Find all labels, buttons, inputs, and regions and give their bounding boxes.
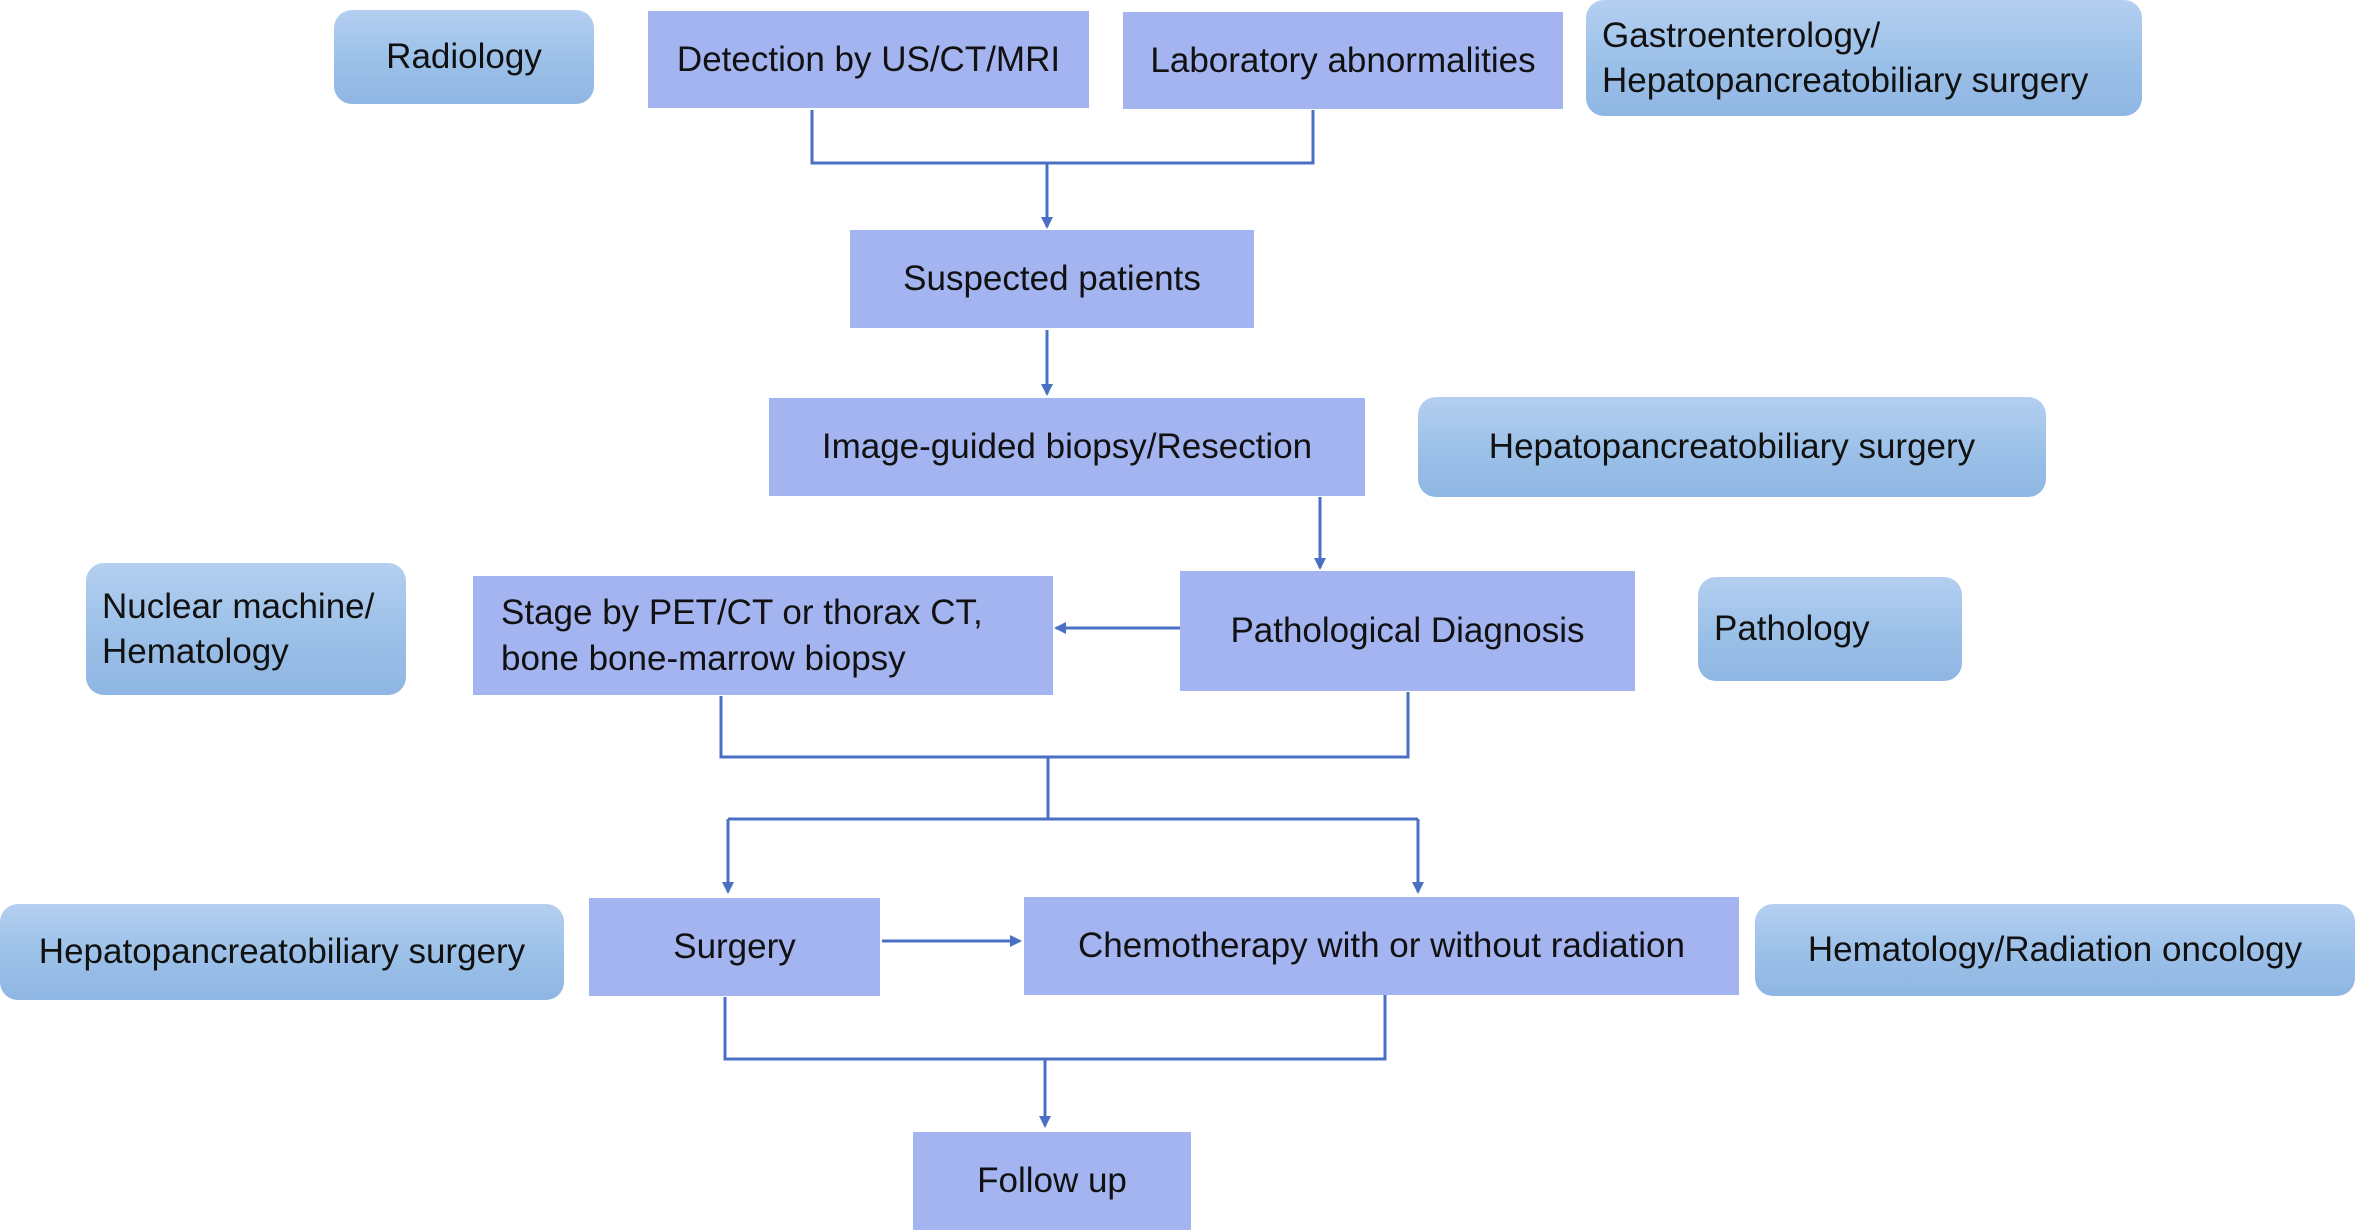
dept-nuclear-hematology: Nuclear machine/ Hematology: [86, 563, 406, 695]
step-chemo-label: Chemotherapy with or without radiation: [1078, 926, 1685, 966]
dept-hpb-left-label: Hepatopancreatobiliary surgery: [38, 932, 526, 972]
step-followup-label: Follow up: [977, 1161, 1127, 1201]
step-suspected: Suspected patients: [850, 230, 1254, 328]
step-detection-label: Detection by US/CT/MRI: [676, 39, 1061, 79]
step-pathological-label: Pathological Diagnosis: [1230, 611, 1585, 651]
merge-connector-top: [810, 110, 1315, 165]
dept-hpb-right-label: Hepatopancreatobiliary surgery: [1488, 427, 1976, 467]
step-laboratory: Laboratory abnormalities: [1123, 12, 1563, 109]
step-stage-label: Stage by PET/CT or thorax CT, bone bone-…: [501, 593, 983, 678]
step-chemo: Chemotherapy with or without radiation: [1024, 897, 1739, 995]
dept-pathology: Pathology: [1698, 577, 1962, 681]
step-suspected-label: Suspected patients: [903, 259, 1201, 299]
step-detection: Detection by US/CT/MRI: [648, 11, 1089, 108]
step-stage: Stage by PET/CT or thorax CT, bone bone-…: [473, 576, 1053, 695]
merge-connector-bottom: [723, 995, 1387, 1061]
step-pathological: Pathological Diagnosis: [1180, 571, 1635, 691]
step-surgery: Surgery: [589, 898, 880, 996]
dept-gastro-hpb: Gastroenterology/ Hepatopancreatobiliary…: [1586, 0, 2142, 116]
merge-connector-middle: [719, 692, 1410, 759]
step-surgery-label: Surgery: [673, 927, 796, 967]
step-biopsy: Image-guided biopsy/Resection: [769, 398, 1365, 496]
step-followup: Follow up: [913, 1132, 1191, 1230]
dept-radiology: Radiology: [334, 10, 594, 104]
dept-hematology-radiation: Hematology/Radiation oncology: [1755, 904, 2355, 996]
dept-hematology-radiation-label: Hematology/Radiation oncology: [1807, 930, 2303, 970]
step-biopsy-label: Image-guided biopsy/Resection: [821, 427, 1313, 467]
step-laboratory-label: Laboratory abnormalities: [1150, 40, 1536, 80]
dept-hpb-right: Hepatopancreatobiliary surgery: [1418, 397, 2046, 497]
dept-radiology-label: Radiology: [386, 37, 542, 77]
dept-pathology-label: Pathology: [1714, 609, 1870, 649]
dept-gastro-hpb-label: Gastroenterology/ Hepatopancreatobiliary…: [1602, 15, 2089, 101]
dept-nuclear-hematology-label: Nuclear machine/ Hematology: [102, 586, 375, 672]
dept-hpb-left: Hepatopancreatobiliary surgery: [0, 904, 564, 1000]
